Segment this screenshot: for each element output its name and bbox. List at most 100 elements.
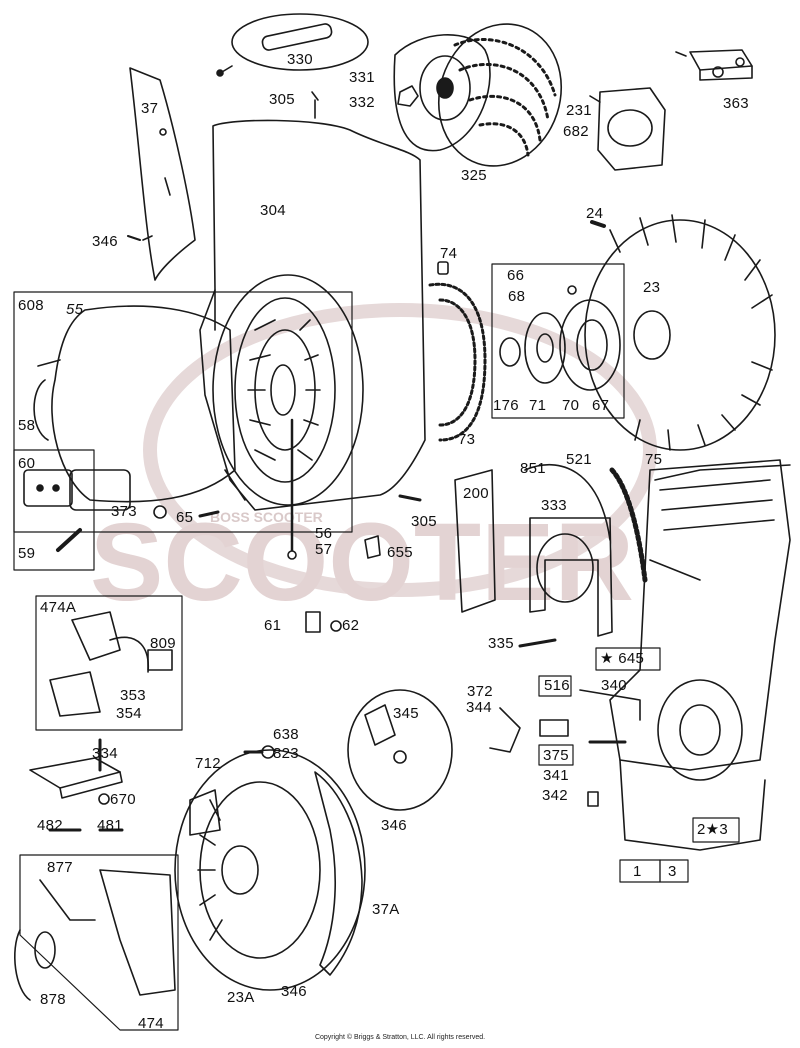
callout-304: 304 xyxy=(260,202,286,219)
copyright-notice: Copyright © Briggs & Stratton, LLC. All … xyxy=(314,1034,486,1041)
part-62-screw xyxy=(330,620,342,632)
callout-345: 345 xyxy=(393,705,419,722)
box-2-3 xyxy=(692,817,740,843)
part-345-cover xyxy=(347,689,453,811)
callout-645-number: 645 xyxy=(618,650,645,667)
callout-23A: 23A xyxy=(227,989,255,1006)
callout-73: 73 xyxy=(458,431,476,448)
box-474 xyxy=(19,854,179,1031)
callout-354: 354 xyxy=(116,705,142,722)
callout-24: 24 xyxy=(586,205,604,222)
callout-353: 353 xyxy=(120,687,146,704)
callout-712: 712 xyxy=(195,755,221,772)
callout-37: 37 xyxy=(141,100,159,117)
callout-670: 670 xyxy=(110,791,136,808)
box-608 xyxy=(13,291,353,533)
callout-55: 55 xyxy=(66,301,84,318)
watermark-text: SCOOTER xyxy=(90,501,634,624)
part-73-screen xyxy=(428,282,487,442)
callout-645: ★ 645 xyxy=(600,651,644,667)
callout-56: 56 xyxy=(315,525,333,542)
callout-877: 877 xyxy=(47,859,73,876)
part-200-air-vane xyxy=(454,469,496,613)
part-75-flywheel xyxy=(584,214,776,451)
callout-37A: 37A xyxy=(372,901,400,918)
callout-58: 58 xyxy=(18,417,36,434)
watermark-subtext: BOSS SCOOTER xyxy=(210,509,323,525)
callout-70: 70 xyxy=(562,397,580,414)
callout-516: 516 xyxy=(544,677,570,694)
callout-375: 375 xyxy=(543,747,569,764)
watermark-logo: SCOOTER BOSS SCOOTER xyxy=(90,303,657,624)
callout-75: 75 xyxy=(645,451,663,468)
callout-305: 305 xyxy=(269,91,295,108)
box-60 xyxy=(13,449,95,571)
part-37-baffle xyxy=(127,67,196,281)
box-645 xyxy=(595,647,661,671)
part-334-670-mount xyxy=(29,738,124,832)
part-474A-armature-assy xyxy=(49,611,173,717)
callout-363: 363 xyxy=(723,95,749,112)
callout-60: 60 xyxy=(18,455,36,472)
part-305-screw-b xyxy=(398,494,422,502)
box-474A xyxy=(35,595,183,731)
callout-474A: 474A xyxy=(40,599,77,616)
callout-65: 65 xyxy=(176,509,194,526)
box-3 xyxy=(659,859,689,883)
star-icon: ★ xyxy=(600,650,614,667)
callout-341: 341 xyxy=(543,767,569,784)
part-645-crankcase xyxy=(609,459,791,851)
callout-521: 521 xyxy=(566,451,592,468)
callout-346b: 346 xyxy=(381,817,407,834)
part-23A-flywheel xyxy=(174,749,366,991)
callout-66: 66 xyxy=(507,267,525,284)
callout-61: 61 xyxy=(264,617,282,634)
callout-346: 346 xyxy=(92,233,118,250)
callout-67: 67 xyxy=(592,397,610,414)
callout-71: 71 xyxy=(529,397,547,414)
callout-305b: 305 xyxy=(411,513,437,530)
part-373-screw xyxy=(153,505,167,519)
part-65-screw xyxy=(198,510,220,518)
callout-333: 333 xyxy=(541,497,567,514)
callout-682: 682 xyxy=(563,123,589,140)
callout-335: 335 xyxy=(488,635,514,652)
part-655-clip xyxy=(364,535,381,559)
callout-809: 809 xyxy=(150,635,176,652)
part-74-nut xyxy=(437,261,449,275)
part-333-armature xyxy=(529,517,613,637)
part-325-rotating-screen xyxy=(437,23,563,167)
callout-373: 373 xyxy=(111,503,137,520)
part-363-bracket xyxy=(675,49,753,81)
part-330-starter-rope xyxy=(216,13,369,77)
callout-342: 342 xyxy=(542,787,568,804)
callout-68: 68 xyxy=(508,288,526,305)
box-66 xyxy=(491,263,625,419)
part-59-pin xyxy=(56,528,82,552)
callout-638: 638 xyxy=(273,726,299,743)
part-57-handle xyxy=(287,550,297,560)
part-823-washer xyxy=(261,745,275,759)
callout-372: 372 xyxy=(467,683,493,700)
callout-851: 851 xyxy=(520,460,546,477)
part-521-spark-plug-wire xyxy=(609,467,648,583)
callout-2-star-3: 2★3 xyxy=(697,821,729,838)
callout-57: 57 xyxy=(315,541,333,558)
part-37A-baffle xyxy=(314,771,363,976)
callout-474: 474 xyxy=(138,1015,164,1032)
part-cylinder-block xyxy=(649,464,791,581)
callout-482: 482 xyxy=(37,817,63,834)
callout-23: 23 xyxy=(643,279,661,296)
callout-3: 3 xyxy=(668,863,677,880)
part-55-rewind-starter xyxy=(33,305,236,511)
callout-878: 878 xyxy=(40,991,66,1008)
part-60-rope-guide xyxy=(23,469,73,507)
callout-340: 340 xyxy=(601,677,627,694)
part-24-key xyxy=(590,220,606,228)
part-335-screw xyxy=(518,638,557,648)
callout-332: 332 xyxy=(349,94,375,111)
callout-231: 231 xyxy=(566,102,592,119)
callout-74: 74 xyxy=(440,245,458,262)
